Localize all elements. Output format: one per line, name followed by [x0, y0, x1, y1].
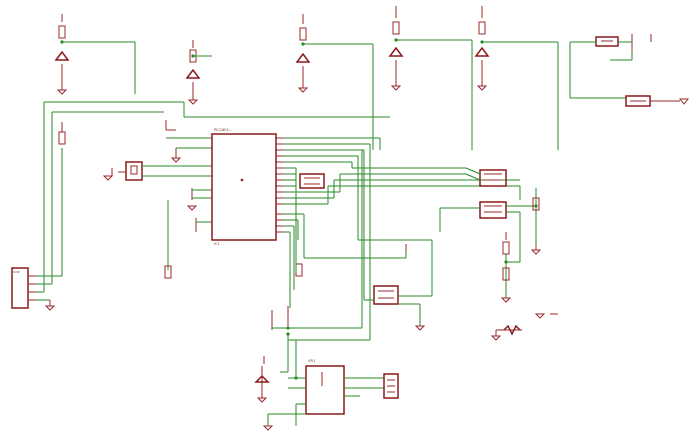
top-right-connector	[569, 34, 690, 107]
right-driver-1	[465, 167, 507, 187]
lower-bus-connector	[295, 239, 433, 331]
bottom-right-symbols	[490, 313, 558, 341]
junctions	[60, 38, 538, 380]
led-chain-2	[185, 40, 212, 105]
mcu-ref: IC1	[214, 242, 220, 246]
crystal	[102, 161, 212, 181]
mcu-part: PIC18F4...	[214, 128, 232, 132]
left-bus	[36, 101, 390, 293]
led-chain-4	[388, 6, 473, 150]
svg-text:ICSP: ICSP	[13, 270, 20, 274]
mid-connector	[299, 173, 325, 189]
led-chain-5	[474, 6, 559, 150]
mcu-supply	[164, 120, 212, 279]
programming-header: ICSP	[11, 267, 56, 311]
lower-right-ladder	[500, 226, 542, 303]
led-chain-1	[54, 14, 136, 95]
led-chain-3	[295, 14, 374, 150]
regulator-vr1: VR1	[254, 150, 399, 431]
mcu-ic1: PIC18F4... IC1	[211, 128, 284, 246]
regulator-ref: VR1	[308, 359, 315, 363]
right-driver-2	[439, 186, 540, 246]
mcu-output-bus	[284, 137, 520, 340]
